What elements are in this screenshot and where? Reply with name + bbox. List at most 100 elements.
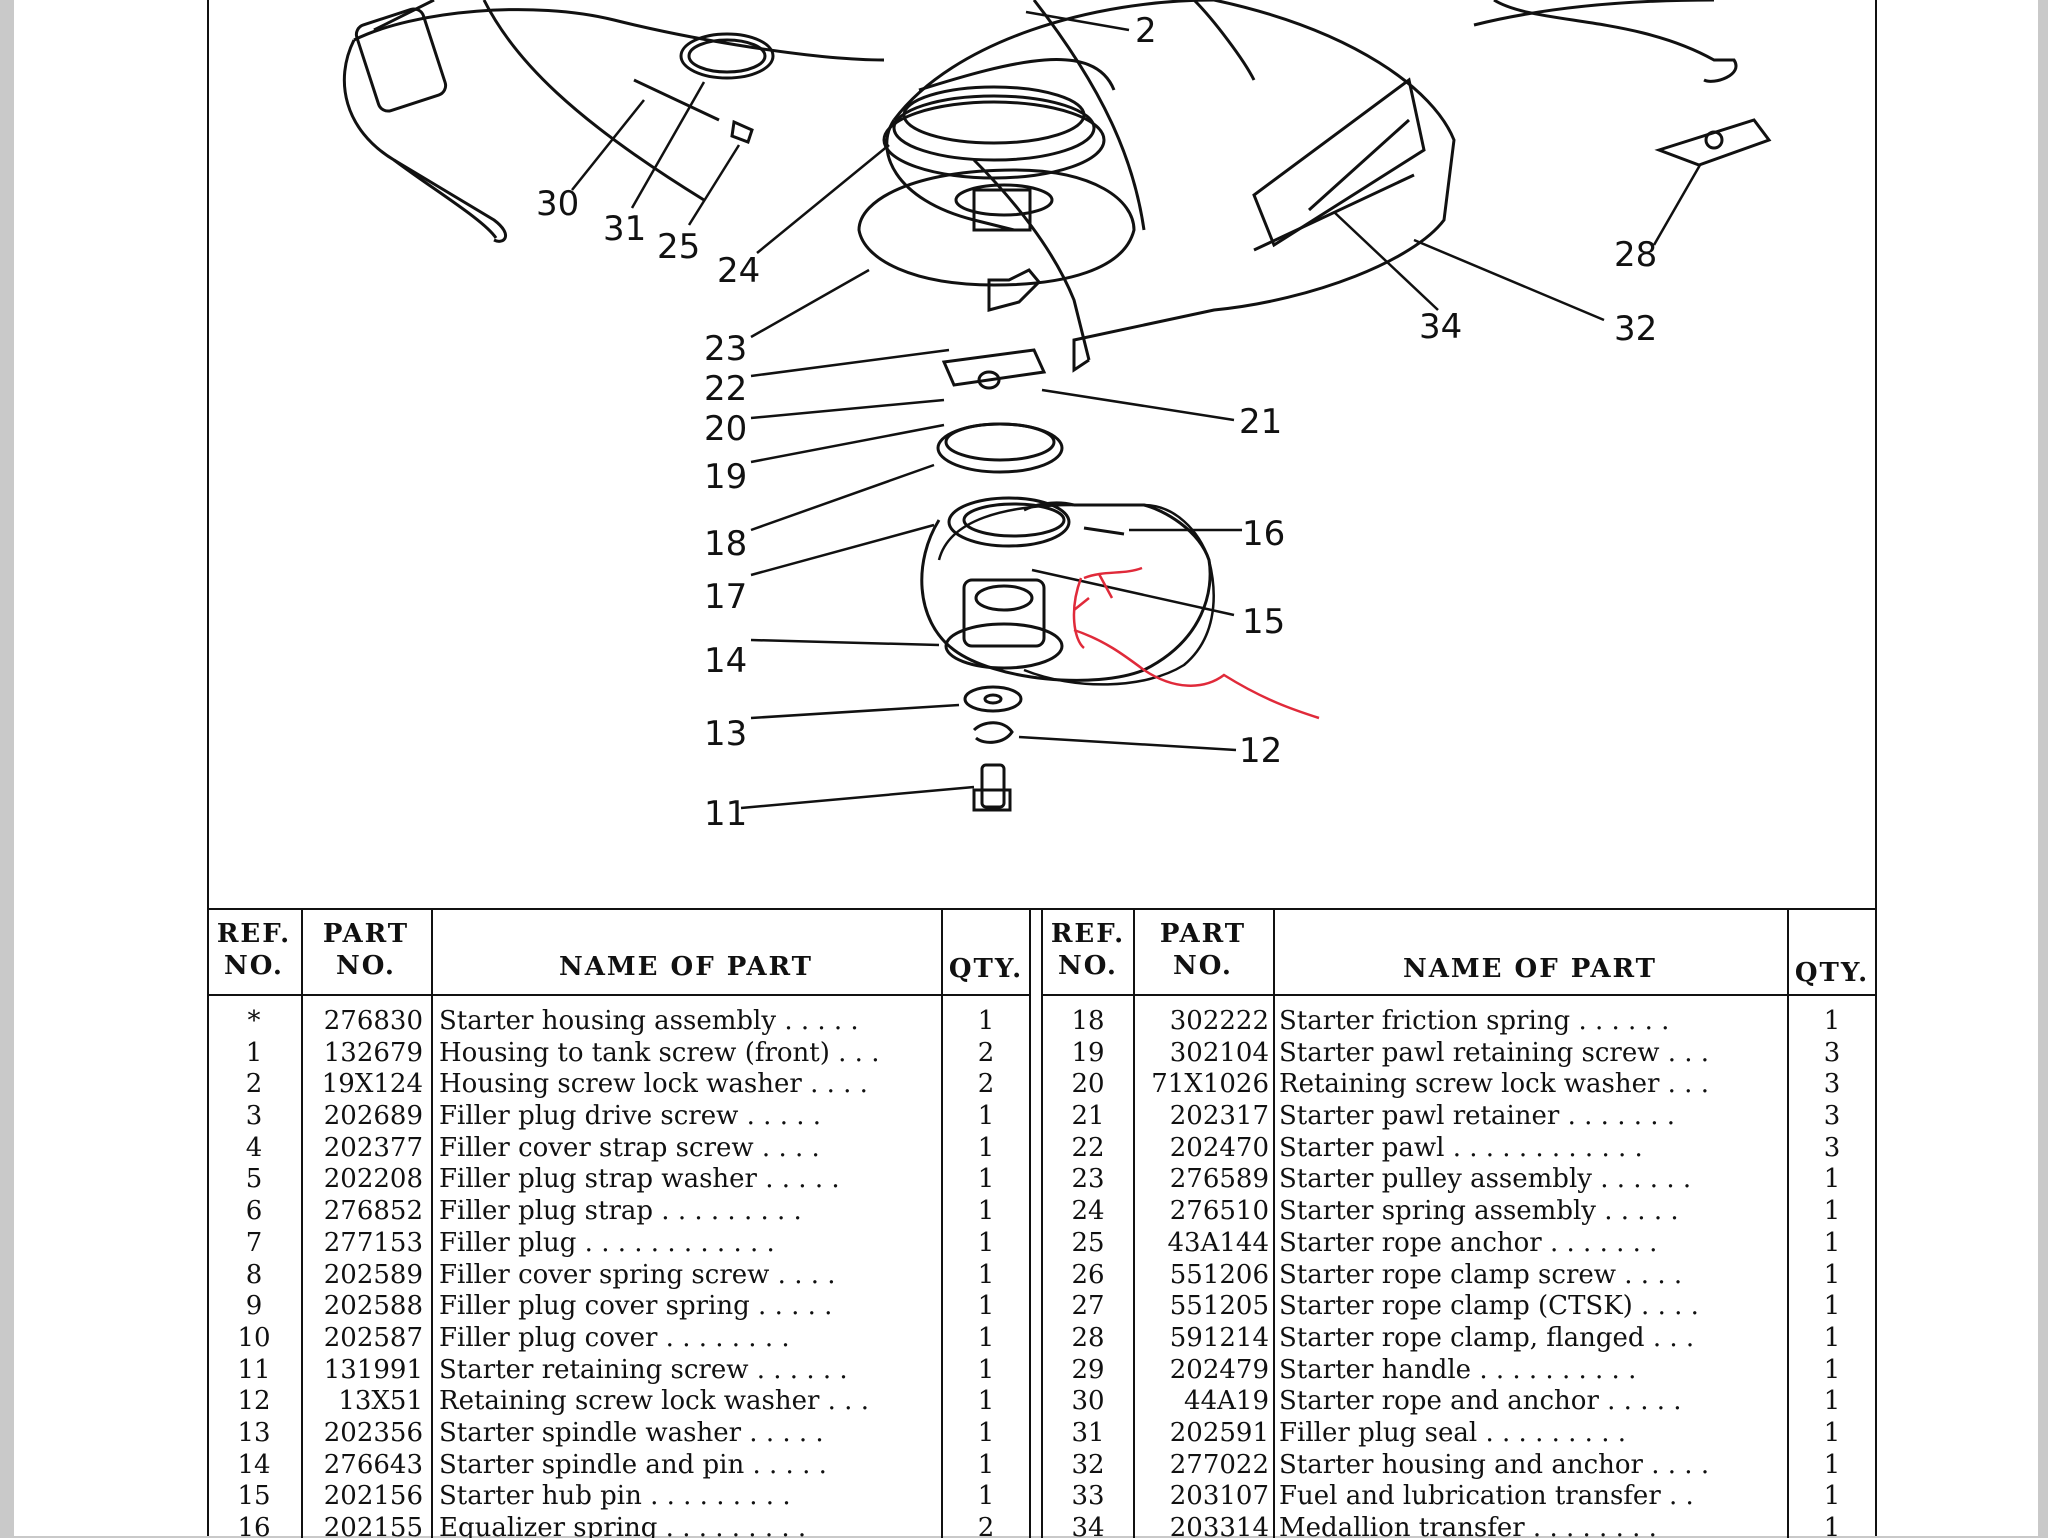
column-rule bbox=[941, 910, 943, 1538]
header-ref-line2: NO. bbox=[1058, 951, 1118, 981]
cell-part: 551205 bbox=[1169, 1291, 1269, 1322]
cell-name: Starter housing and anchor . . . . bbox=[1279, 1449, 1710, 1480]
cell-part: 202470 bbox=[1169, 1132, 1269, 1163]
cell-ref: 7 bbox=[245, 1227, 263, 1258]
parts-table-left: REF. NO. PART NO. NAME OF PART QTY. *276… bbox=[207, 910, 1031, 1538]
table-divider bbox=[1029, 910, 1043, 1538]
header-ref-line2: NO. bbox=[224, 951, 284, 981]
cell-ref: 19 bbox=[1071, 1037, 1105, 1068]
cell-part: 202155 bbox=[323, 1513, 423, 1538]
cell-name: Starter spindle and pin . . . . . bbox=[439, 1449, 827, 1480]
cell-ref: 14 bbox=[237, 1449, 271, 1480]
callout-23: 23 bbox=[704, 329, 747, 369]
header-part-line1: PART bbox=[322, 919, 410, 949]
cell-name: Medallion transfer . . . . . . . . bbox=[1279, 1513, 1657, 1538]
cell-name: Retaining screw lock washer . . . bbox=[439, 1386, 869, 1417]
starter-housing-drawing bbox=[885, 0, 1772, 373]
cell-qty: 1 bbox=[1823, 1513, 1841, 1538]
cell-ref: 6 bbox=[245, 1196, 263, 1227]
cell-name: Fuel and lubrication transfer . . bbox=[1279, 1481, 1694, 1512]
header-ref-line1: REF. bbox=[1050, 919, 1126, 949]
cell-name: Housing screw lock washer . . . . bbox=[439, 1069, 868, 1100]
cell-part: 132679 bbox=[323, 1037, 423, 1068]
page-frame bbox=[207, 0, 1877, 1536]
cell-name: Filler plug cover spring . . . . . bbox=[439, 1291, 833, 1322]
cell-name: Retaining screw lock washer . . . bbox=[1279, 1069, 1709, 1100]
cell-qty: 1 bbox=[1823, 1259, 1841, 1290]
parts-table: REF. NO. PART NO. NAME OF PART QTY. *276… bbox=[207, 908, 1877, 1538]
callout-2: 2 bbox=[1135, 11, 1157, 51]
cell-name: Starter hub pin . . . . . . . . . bbox=[439, 1481, 791, 1512]
cell-ref: 15 bbox=[237, 1481, 271, 1512]
cell-ref: 18 bbox=[1071, 1006, 1105, 1036]
cell-name: Filler plug . . . . . . . . . . . . bbox=[439, 1227, 775, 1258]
cell-qty: 1 bbox=[977, 1006, 995, 1036]
cell-qty: 1 bbox=[1823, 1291, 1841, 1322]
header-ref: REF. NO. bbox=[1043, 918, 1133, 982]
cell-qty: 1 bbox=[977, 1417, 995, 1448]
callout-17: 17 bbox=[704, 577, 747, 617]
cell-name: Equalizer spring . . . . . . . . . bbox=[439, 1513, 807, 1538]
cell-name: Starter spindle washer . . . . . bbox=[439, 1417, 824, 1448]
cell-name: Starter pawl . . . . . . . . . . . . bbox=[1279, 1132, 1643, 1163]
cell-qty: 1 bbox=[977, 1101, 995, 1132]
cell-name: Filler cover strap screw . . . . bbox=[439, 1132, 820, 1163]
cell-part: 591214 bbox=[1169, 1322, 1269, 1353]
cell-part: 44A19 bbox=[1184, 1386, 1269, 1417]
cell-part: 202377 bbox=[323, 1132, 423, 1163]
cell-name: Starter pulley assembly . . . . . . bbox=[1279, 1164, 1692, 1195]
cell-part: 302104 bbox=[1169, 1037, 1269, 1068]
cell-name: Starter housing assembly . . . . . bbox=[439, 1006, 859, 1036]
exploded-parts-diagram: 2 30 31 25 24 23 22 20 19 18 17 14 13 11… bbox=[342, 0, 1772, 834]
cell-name: Starter rope and anchor . . . . . bbox=[1279, 1386, 1682, 1417]
cell-qty: 1 bbox=[977, 1164, 995, 1195]
callout-11: 11 bbox=[704, 794, 747, 834]
cell-ref: 11 bbox=[237, 1354, 271, 1385]
cell-name: Starter pawl retainer . . . . . . . bbox=[1279, 1101, 1676, 1132]
callout-21: 21 bbox=[1239, 402, 1282, 442]
cell-ref: 21 bbox=[1071, 1101, 1105, 1132]
cell-qty: 1 bbox=[1823, 1227, 1841, 1258]
header-part: PART NO. bbox=[301, 918, 431, 982]
cell-qty: 1 bbox=[1823, 1481, 1841, 1512]
leader-lines bbox=[571, 10, 1702, 810]
cell-ref: 30 bbox=[1071, 1386, 1105, 1417]
cell-part: 276643 bbox=[323, 1449, 423, 1480]
cell-qty: 1 bbox=[1823, 1322, 1841, 1353]
cell-name: Filler plug cover . . . . . . . . bbox=[439, 1322, 790, 1353]
cell-ref: 23 bbox=[1071, 1164, 1105, 1195]
cell-ref: 1 bbox=[245, 1037, 263, 1068]
cell-qty: 2 bbox=[977, 1069, 995, 1100]
cell-qty: 1 bbox=[977, 1481, 995, 1512]
cell-qty: 2 bbox=[977, 1037, 995, 1068]
cell-name: Starter friction spring . . . . . . bbox=[1279, 1006, 1670, 1036]
cell-name: Starter rope anchor . . . . . . . bbox=[1279, 1227, 1658, 1258]
cell-part: 13X51 bbox=[338, 1386, 423, 1417]
cell-name: Filler cover spring screw . . . . bbox=[439, 1259, 836, 1290]
cell-part: 202689 bbox=[323, 1101, 423, 1132]
cell-part: 203314 bbox=[1169, 1513, 1269, 1538]
cell-ref: * bbox=[247, 1006, 261, 1036]
cell-part: 277022 bbox=[1169, 1449, 1269, 1480]
cell-name: Starter rope clamp (CTSK) . . . . bbox=[1279, 1291, 1699, 1322]
cell-name: Filler plug seal . . . . . . . . . bbox=[1279, 1417, 1626, 1448]
header-ref-line1: REF. bbox=[216, 919, 292, 949]
callout-31: 31 bbox=[603, 209, 646, 249]
callout-32: 32 bbox=[1614, 309, 1657, 349]
cell-ref: 8 bbox=[245, 1259, 263, 1290]
callout-13: 13 bbox=[704, 714, 747, 754]
column-rule bbox=[1273, 910, 1275, 1538]
cell-qty: 3 bbox=[1823, 1037, 1841, 1068]
cell-ref: 29 bbox=[1071, 1354, 1105, 1385]
cell-qty: 1 bbox=[977, 1449, 995, 1480]
callout-25: 25 bbox=[657, 227, 700, 267]
cell-part: 202479 bbox=[1169, 1354, 1269, 1385]
cell-qty: 1 bbox=[977, 1132, 995, 1163]
callout-14: 14 bbox=[704, 641, 747, 681]
header-part-line2: NO. bbox=[336, 951, 396, 981]
cell-part: 203107 bbox=[1169, 1481, 1269, 1512]
cell-qty: 1 bbox=[1823, 1449, 1841, 1480]
cell-part: 202356 bbox=[323, 1417, 423, 1448]
cell-ref: 2 bbox=[245, 1069, 263, 1100]
